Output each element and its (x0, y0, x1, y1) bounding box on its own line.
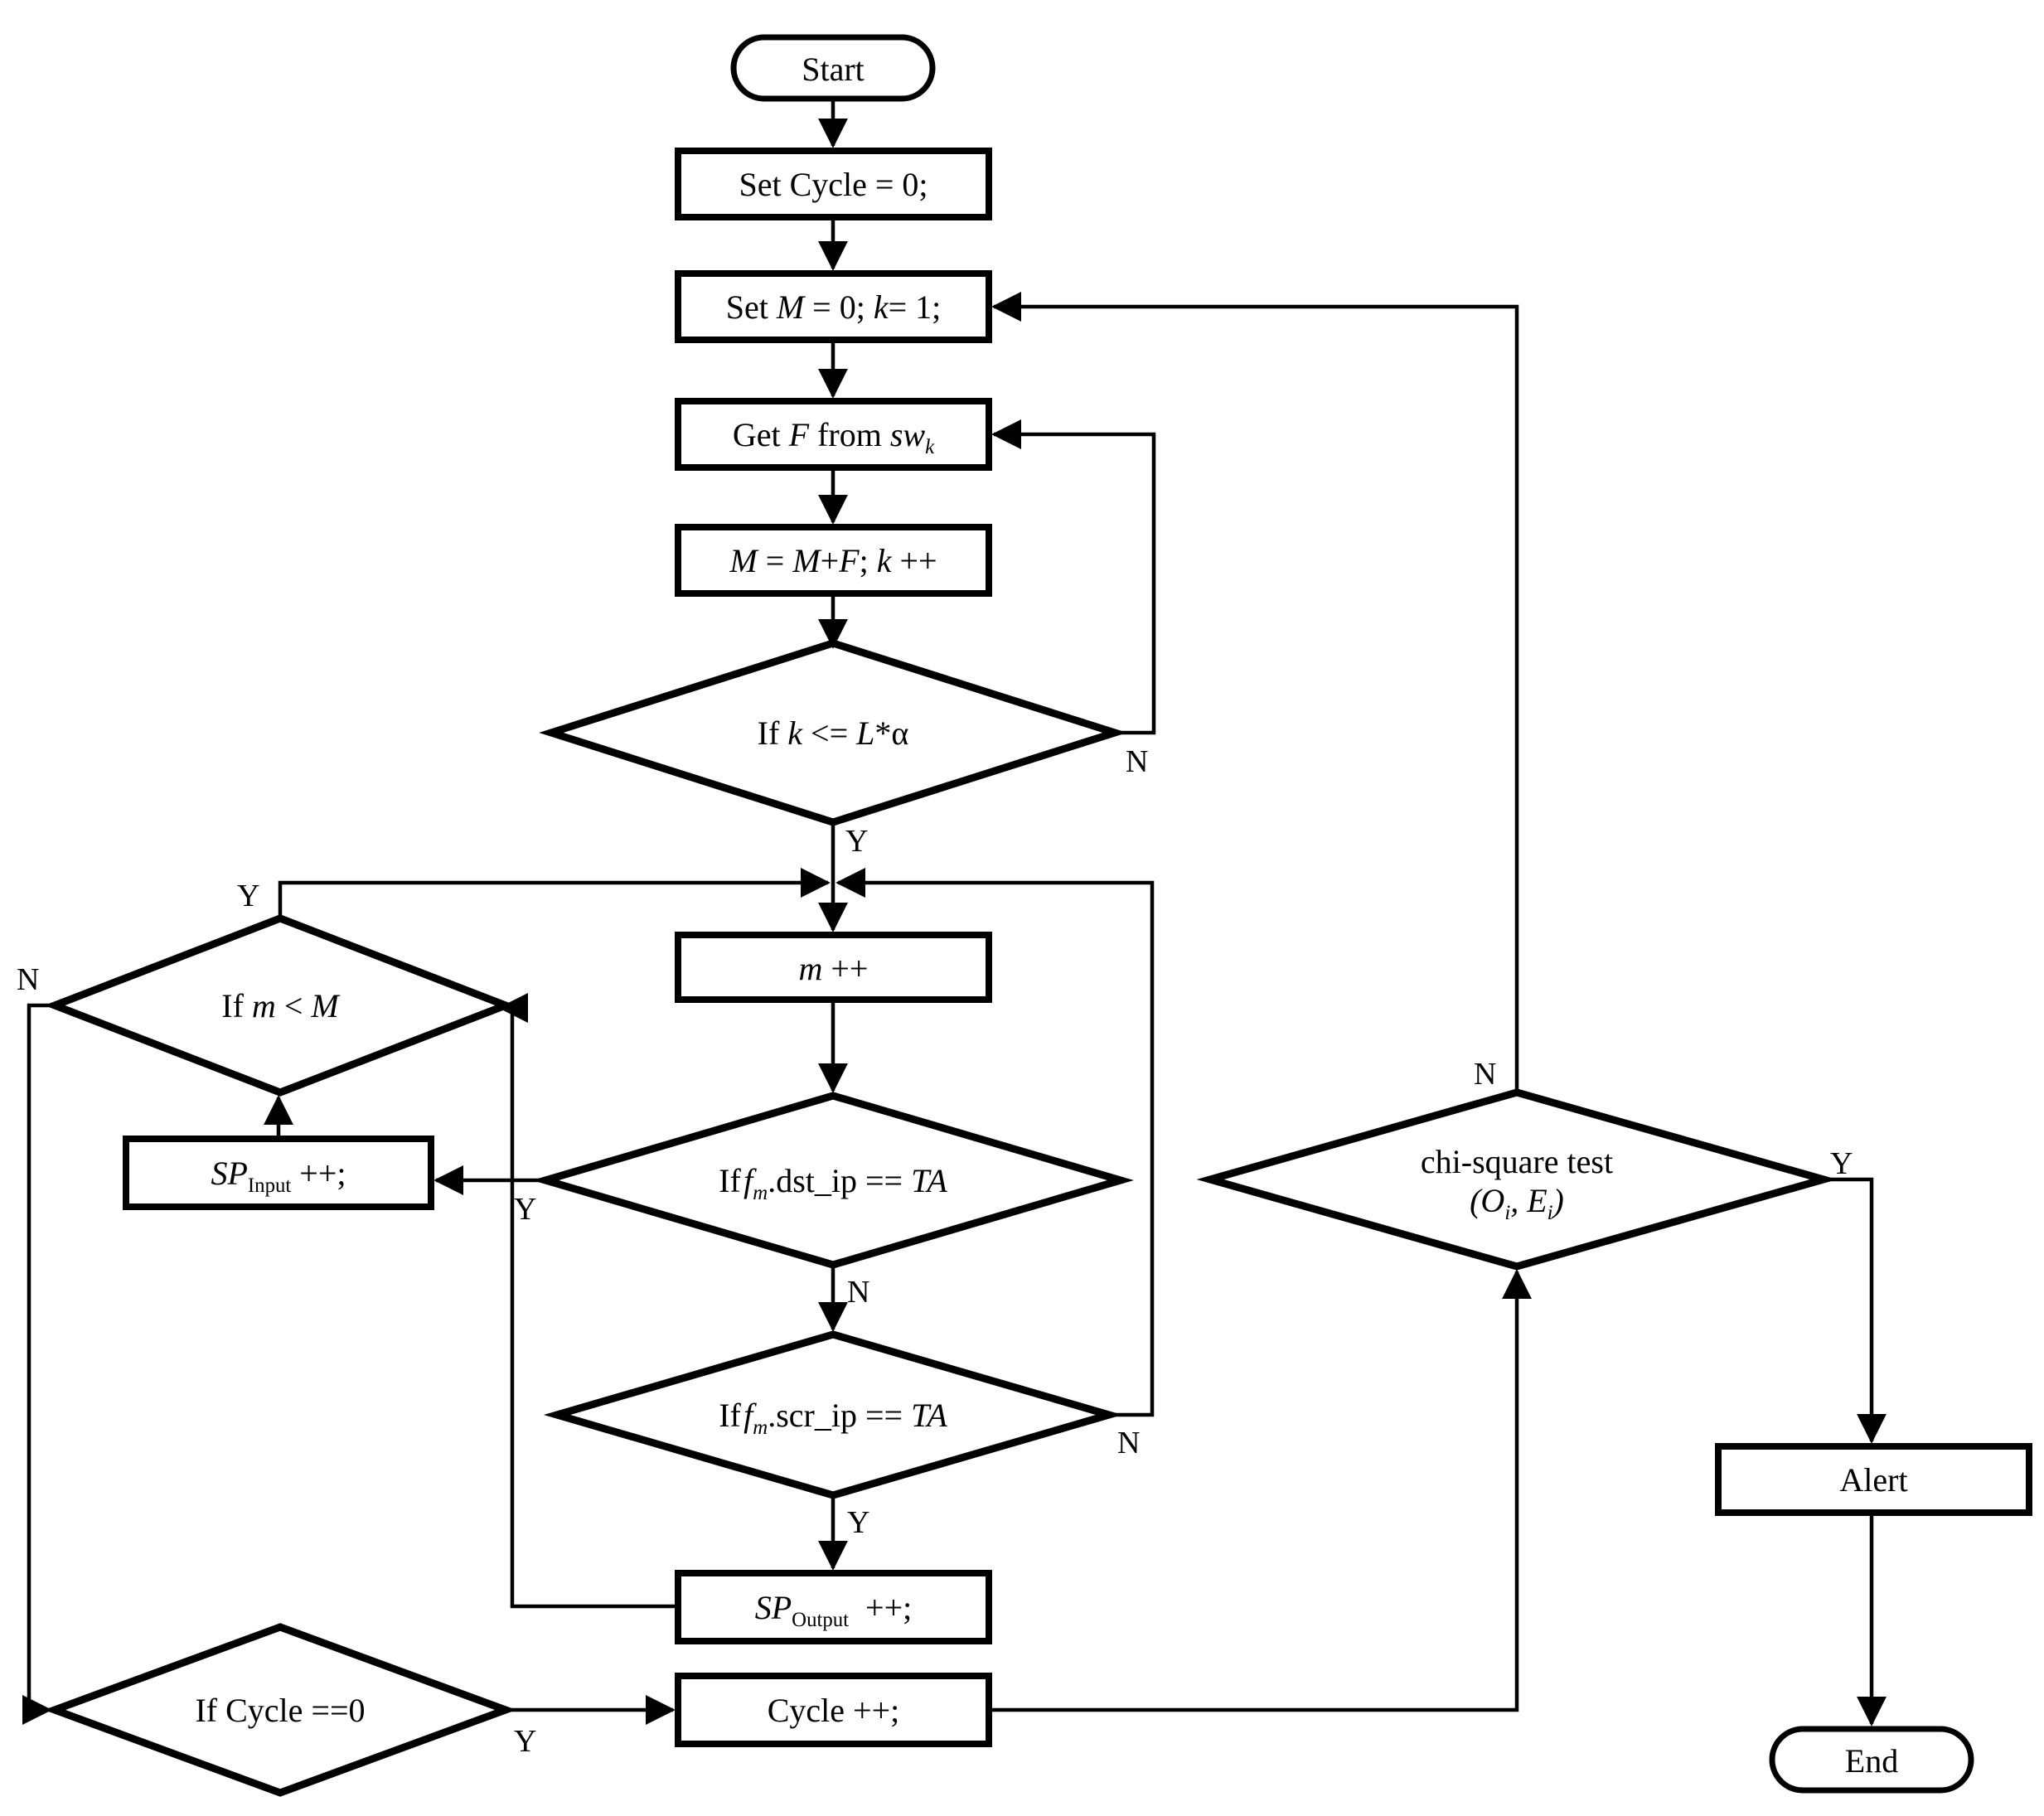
edge-label-if-cycle-yes: Y (514, 1724, 537, 1759)
shape-m-inc (675, 932, 992, 1003)
shape-set-m-k (675, 270, 992, 343)
shape-start (730, 34, 936, 102)
edge-sp-output-to-if-m (498, 993, 678, 1609)
shape-chi-square (1196, 1088, 1838, 1271)
edge-label-if-m-no: N (17, 962, 40, 997)
shape-cycle-inc (675, 1673, 992, 1747)
edge-if-m-no-to-if-cycle (22, 1003, 55, 1725)
shape-if-dst-ip (532, 1092, 1134, 1269)
edge-connectors (22, 99, 1887, 1726)
edge-cycle-inc-to-chi-square (989, 1269, 1532, 1712)
edge-label-if-scr-yes: Y (847, 1505, 870, 1540)
edge-label-chi-no: N (1474, 1057, 1497, 1092)
shape-set-cycle (675, 148, 992, 220)
shape-end (1769, 1726, 1974, 1794)
shape-m-plus-f (675, 524, 992, 597)
shape-sp-output (675, 1570, 992, 1644)
edge-label-if-m-yes: Y (237, 879, 260, 913)
edge-if-k-no-to-get-f (991, 419, 1156, 735)
shape-if-scr-ip (543, 1330, 1123, 1499)
edge-label-chi-yes: Y (1830, 1146, 1853, 1181)
shape-get-f (675, 398, 992, 471)
edge-label-if-k-yes: Y (845, 824, 869, 859)
edge-label-if-scr-no: N (1117, 1426, 1141, 1460)
edge-chi-no-to-set-m (991, 292, 1519, 1092)
edge-label-if-k-no: N (1126, 744, 1149, 779)
shape-if-cycle-zero (43, 1623, 517, 1797)
edge-chi-yes-to-alert (1824, 1177, 1887, 1444)
edge-label-if-dst-yes: Y (514, 1192, 537, 1227)
edge-if-scr-no-to-m-inc (836, 868, 1155, 1417)
node-shapes (43, 34, 2032, 1797)
edge-if-m-yes-to-m-inc (278, 868, 831, 918)
shape-if-k-le (539, 639, 1127, 826)
shape-if-m-lt-m (44, 914, 516, 1097)
shape-sp-input (123, 1136, 434, 1210)
edge-label-if-dst-no: N (847, 1275, 870, 1310)
shape-alert (1715, 1443, 2032, 1516)
